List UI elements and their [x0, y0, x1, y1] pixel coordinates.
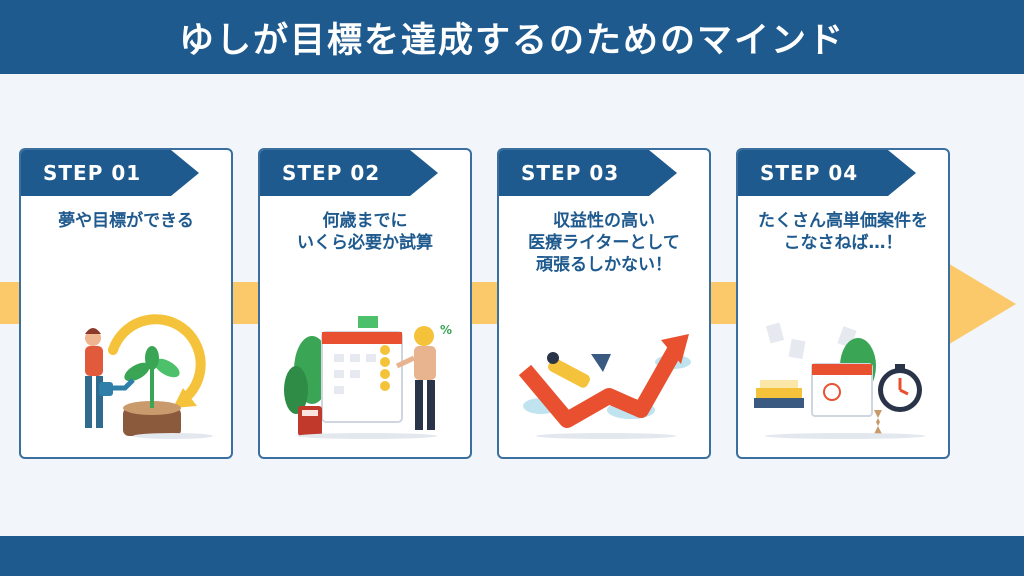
step-label: STEP 02: [260, 150, 410, 196]
tag-tip-icon: [649, 150, 677, 196]
page-header: ゆしが目標を達成するのためのマインド: [0, 0, 1024, 74]
tag-tip-icon: [410, 150, 438, 196]
growth-arrow-illustration: [518, 334, 691, 439]
step-card-1: STEP 01 夢や目標ができる: [19, 148, 233, 459]
page-title: ゆしが目標を達成するのためのマインド: [178, 20, 845, 61]
growing-plant-illustration: [85, 314, 213, 439]
percent-symbol: %: [440, 323, 452, 337]
tag-tip-icon: [888, 150, 916, 196]
step-label: STEP 04: [738, 150, 888, 196]
step-card-3: STEP 03 収益性の高い 医療ライターとして 頑張るしかない！: [497, 148, 711, 459]
step-card-2: STEP 02 何歳までに いくら必要か試算 %: [258, 148, 472, 459]
page-footer: [0, 536, 1024, 576]
step-text: 何歳までに いくら必要か試算: [297, 211, 433, 253]
deadline-illustration: [754, 322, 925, 439]
tag-tip-icon: [171, 150, 199, 196]
step-text: たくさん高単価案件を こなさねば…！: [758, 211, 928, 253]
step-label: STEP 03: [499, 150, 649, 196]
calculation-illustration: %: [284, 316, 452, 439]
progress-arrow-icon: [946, 262, 1016, 346]
step-text: 夢や目標ができる: [58, 211, 194, 231]
step-text: 収益性の高い 医療ライターとして 頑張るしかない！: [528, 211, 680, 275]
step-card-4: STEP 04 たくさん高単価案件を こなさねば…！: [736, 148, 950, 459]
step-label: STEP 01: [21, 150, 171, 196]
